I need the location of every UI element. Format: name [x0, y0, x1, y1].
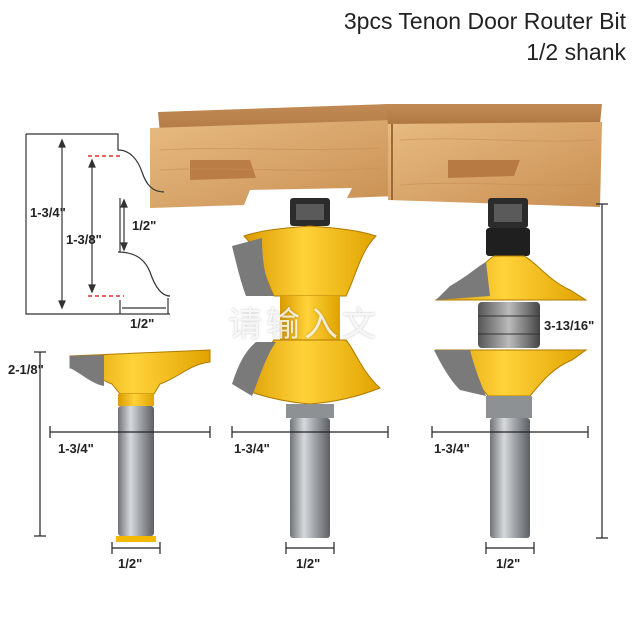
profile-outline: [25, 133, 171, 315]
combo-bit-shank-label: 1/2": [496, 556, 521, 571]
wood-block-left-face: [150, 120, 395, 208]
profile-width-bottom-label: 1/2": [130, 316, 155, 331]
bit-dimension-lines: [34, 203, 608, 554]
wood-joint-sample: [150, 104, 602, 208]
wood-groove: [448, 160, 520, 178]
combo-bit-diameter-label: 1-3/4": [434, 441, 470, 456]
wood-block-right-top: [385, 104, 602, 124]
profile-diagram: [25, 133, 171, 315]
router-bit-combo: [434, 198, 588, 538]
title-line-1: 3pcs Tenon Door Router Bit: [343, 8, 626, 34]
combo-bit-height-label: 3-13/16": [544, 318, 595, 333]
rail-bit-height-label: 2-1/8": [8, 362, 44, 377]
rail-bit-diameter-label: 1-3/4": [58, 441, 94, 456]
watermark-text: 请输入文: [228, 305, 380, 345]
product-title: 3pcs Tenon Door Router Bit 1/2 shank: [344, 6, 626, 68]
profile-height-total-label: 1-3/4": [30, 205, 66, 220]
router-bit-rail: [69, 349, 211, 542]
stile-bit-shank-label: 1/2": [296, 556, 321, 571]
rail-bit-shank-label: 1/2": [118, 556, 143, 571]
profile-height-small-label: 1/2": [132, 218, 157, 233]
title-line-2: 1/2 shank: [526, 39, 626, 65]
router-bit-stile: [232, 198, 381, 538]
stile-bit-diameter-label: 1-3/4": [234, 441, 270, 456]
profile-height-inner-label: 1-3/8": [66, 232, 102, 247]
wood-tenon: [190, 160, 256, 180]
